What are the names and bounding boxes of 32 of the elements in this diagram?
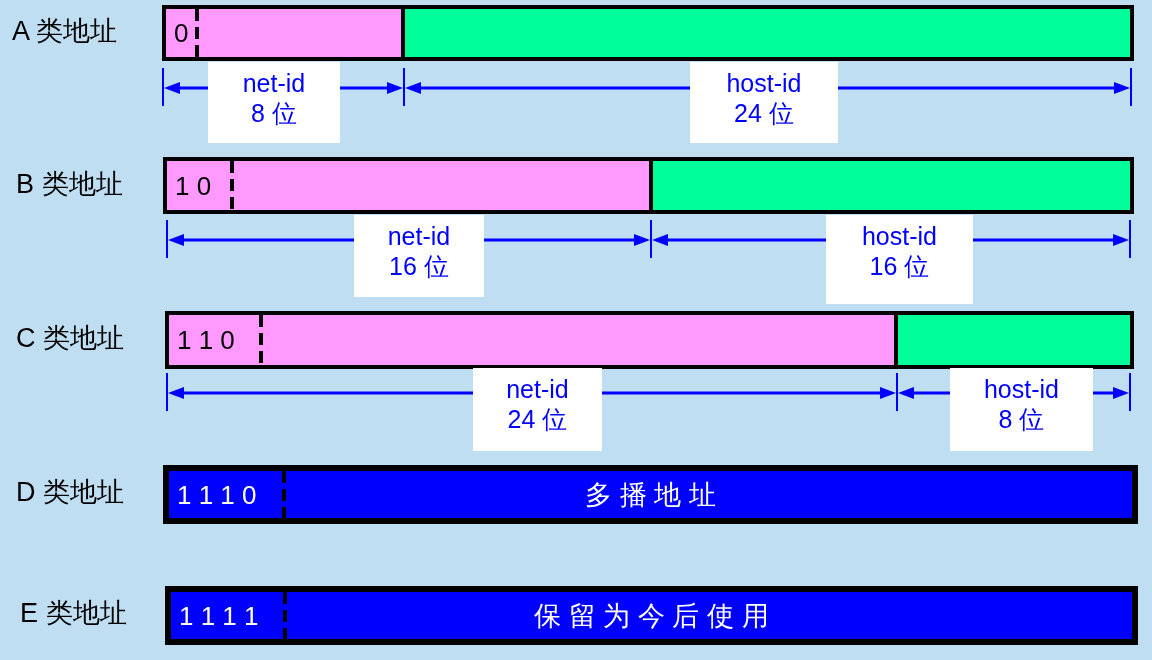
dimension-text: net-id (242, 68, 306, 98)
address-bar (165, 586, 1138, 645)
prefix-bits: 1 1 1 1 (179, 602, 259, 629)
dimension-text: net-id (387, 221, 451, 251)
row-label: A 类地址 (12, 18, 118, 45)
row-label: E 类地址 (20, 600, 127, 627)
dimension-text: 8 位 (998, 404, 1045, 434)
dimension-label-box (950, 368, 1093, 451)
prefix-bits: 1 1 1 0 (177, 481, 257, 508)
dimension-label-box (473, 368, 602, 451)
address-bar (163, 465, 1138, 524)
dimension-label-box (354, 215, 484, 297)
dimension-text: 16 位 (389, 251, 449, 281)
dimension-label-box (690, 62, 838, 143)
dimension-text: 24 位 (734, 98, 794, 128)
dimension-label-box (826, 215, 973, 304)
dimension-text: 24 位 (507, 404, 568, 434)
dimension-text: 16 位 (869, 251, 930, 281)
row-label: B 类地址 (16, 171, 123, 198)
prefix-bits: 1 1 0 (177, 327, 235, 353)
dimension-text: host-id (983, 374, 1059, 404)
row-label: C 类地址 (16, 325, 124, 352)
row-label: D 类地址 (16, 479, 124, 506)
prefix-bits: 0 (174, 20, 189, 46)
prefix-bits: 1 0 (175, 172, 212, 199)
dimension-text: 8 位 (251, 98, 297, 128)
field-text: 多 播 地 址 (585, 481, 716, 508)
dimension-text: net-id (506, 374, 569, 404)
field-text: 保 留 为 今 后 使 用 (534, 602, 769, 629)
dimension-text: host-id (726, 68, 802, 98)
dimension-label-box (208, 62, 340, 143)
dimension-text: host-id (861, 221, 937, 251)
